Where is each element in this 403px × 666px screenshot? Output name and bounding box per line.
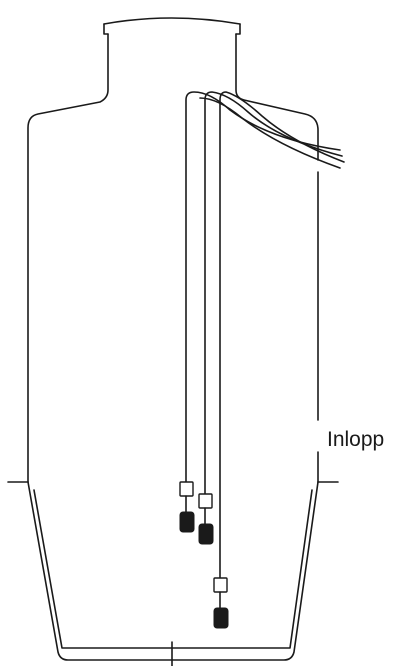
cable-3 — [219, 91, 345, 579]
float-switch-1 — [179, 511, 195, 533]
cable-1 — [185, 91, 341, 483]
float-stems — [185, 495, 221, 609]
connector-2 — [198, 493, 213, 509]
cable-bundle-strand — [199, 97, 341, 169]
float-switch-3 — [213, 607, 229, 629]
tank-lid — [103, 17, 241, 25]
cable-2 — [204, 91, 343, 495]
tank-lid-rim-right — [235, 23, 241, 35]
tank-outline — [7, 17, 339, 666]
tank-left-wall — [27, 33, 109, 483]
float-cables — [185, 91, 345, 579]
float-switches — [179, 511, 229, 629]
tank-base-inner — [33, 489, 313, 649]
tank-right-wall-upper — [235, 33, 319, 161]
connector-1 — [179, 481, 194, 497]
inlet-label: Inlopp — [327, 428, 384, 451]
tank-lid-rim-left — [103, 23, 109, 35]
float-switch-2 — [198, 523, 214, 545]
tank-base — [27, 481, 319, 661]
connector-3 — [213, 577, 228, 593]
